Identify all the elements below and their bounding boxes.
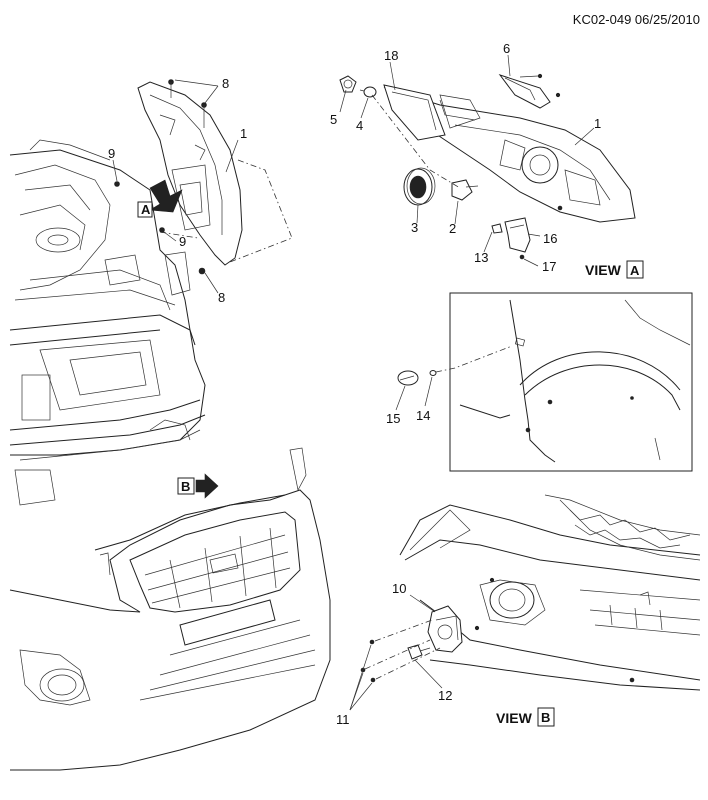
screw-13 [491,223,503,234]
callout-1-left: 1 [240,126,247,141]
callout-numbers: 8 1 9 9 8 18 6 5 4 1 3 2 16 13 17 15 14 … [108,41,601,727]
bulb-socket-5 [339,75,357,93]
svg-text:VIEW: VIEW [585,262,622,278]
bulb-4 [359,86,377,98]
callout-18: 18 [384,48,398,63]
callout-15: 15 [386,411,400,426]
callout-9-bottom: 9 [179,234,186,249]
side-marker-guide [435,345,513,373]
callout-17: 17 [542,259,556,274]
callout-10: 10 [392,581,406,596]
callout-9-top: 9 [108,146,115,161]
leader-lines-left [112,79,239,294]
leader-lines-lower-right [349,594,443,711]
callout-12: 12 [438,688,452,703]
screw-11-c [370,677,376,683]
callout-4: 4 [356,118,363,133]
screw-11-a [369,639,375,645]
callout-6: 6 [503,41,510,56]
fastener-bolts-8 [168,79,207,275]
svg-text:A: A [141,202,151,217]
diagram-reference-code: KC02-049 06/25/2010 [572,12,700,27]
svg-text:A: A [630,263,640,278]
callout-14: 14 [416,408,430,423]
leader-lines-upper-right [339,54,595,267]
callout-1-right: 1 [594,116,601,131]
svg-text:VIEW: VIEW [496,710,533,726]
dust-cap-3 [403,167,436,206]
callout-3: 3 [411,220,418,235]
callout-8-top: 8 [222,76,229,91]
view-b-direction-marker: B [177,473,219,499]
view-a-label: VIEW A [585,260,644,279]
vehicle-front-structure [9,139,206,506]
view-b-label: VIEW B [496,707,555,727]
lamp-outline-guide [229,159,293,263]
leader-15 [395,385,406,411]
bracket-6 [498,73,561,109]
lamp-outline-guide-2 [159,231,199,239]
side-marker-lamp-15 [397,370,419,386]
front-bumper-fascia [9,447,331,771]
callout-5: 5 [330,112,337,127]
fog-lamp-guide [364,619,441,680]
leader-14 [424,376,433,407]
svg-text:B: B [541,710,550,725]
housing-gasket-18 [383,84,446,141]
clip-9-upper [114,181,120,187]
mounting-bracket-16 [504,217,531,253]
callout-2: 2 [449,221,456,236]
fog-lamp-10 [427,605,463,653]
callout-8-bottom: 8 [218,290,225,305]
bumper-view-b-detail [399,494,701,691]
fender-detail-inset [449,292,693,472]
fastener-17 [519,254,525,260]
headlamp-assembly-exploded [383,87,636,223]
callout-13: 13 [474,250,488,265]
clip-9-lower [159,227,165,233]
callout-11: 11 [336,712,350,727]
headlamp-bulb-2 [451,179,479,201]
fog-lamp-bulb-12 [407,644,431,660]
svg-text:B: B [181,479,190,494]
headlamp-assembly-left [137,81,243,266]
view-a-direction-marker: A [137,179,183,218]
callout-16: 16 [543,231,557,246]
side-marker-bulb-14 [429,370,437,376]
